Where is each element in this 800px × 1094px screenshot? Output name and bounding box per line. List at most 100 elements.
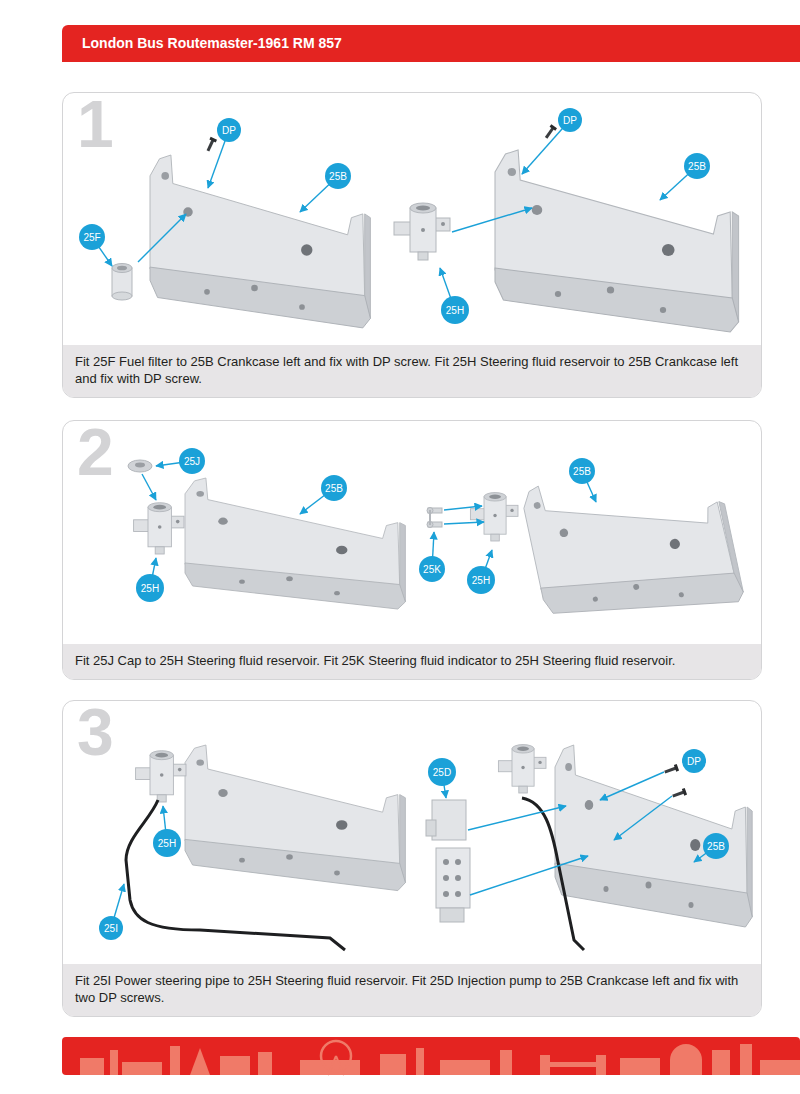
crankcase-drawing [443,859,449,865]
callout-number: 25B [703,841,729,852]
crankcase-drawing [136,751,186,802]
crankcase-drawing [128,449,745,641]
leader-line [468,806,566,830]
crankcase-drawing [128,460,152,472]
crankcase-drawing [205,137,217,153]
step-number: 1 [77,91,114,157]
callout-bubble: 25B [569,458,595,484]
footer-skyline [220,1056,250,1075]
instruction-caption: Fit 25I Power steering pipe to 25H Steer… [63,964,761,1016]
footer-skyline [258,1052,272,1075]
callout-number: DP [682,756,706,767]
leader-line [142,474,156,500]
instruction-caption: Fit 25J Cap to 25H Steering fluid reserv… [63,644,761,679]
callout-bubble: 25B [325,163,351,189]
footer-skyline [596,1055,606,1075]
crankcase-drawing [443,891,449,897]
callout-bubble: 25K [419,556,445,582]
callout-number: 25F [79,232,105,243]
callout-number: 25H [136,583,164,594]
callout-number: 25H [467,575,495,586]
callout-number: 25B [325,171,351,182]
footer-skyline [336,1056,344,1075]
crankcase-drawing [455,859,461,865]
callout-bubble: 25B [321,475,347,501]
footer-skyline [540,1055,550,1075]
callout-bubble: 25H [136,574,164,602]
crankcase-drawing [426,800,470,922]
leader-line [444,522,484,524]
callout-bubble: 25B [703,833,729,859]
leader-line [138,214,186,262]
callout-bubble: 25B [684,153,710,179]
crankcase-drawing [134,503,184,554]
callout-number: 25H [441,305,469,316]
callout-number: 25J [179,456,205,467]
crankcase-drawing [112,264,132,301]
callout-number: 25I [99,923,123,934]
crankcase-drawing [126,745,752,950]
callout-bubble: 25D [428,758,456,786]
footer-skyline [500,1050,512,1075]
crankcase-drawing [185,478,405,609]
crankcase-drawing [555,745,752,927]
callout-number: DP [217,125,241,136]
footer-skyline [380,1054,406,1075]
callout-bubble: DP [682,749,706,773]
crankcase-drawing [440,908,464,922]
page-title: London Bus Routemaster-1961 RM 857 [82,35,342,51]
crankcase-drawing [455,875,461,881]
leader-line [452,208,532,232]
crankcase-drawing [520,449,745,641]
footer-skyline [416,1048,424,1075]
footer-skyline [712,1050,730,1075]
callout-bubble: DP [558,108,582,132]
footer-skyline [620,1058,660,1075]
footer-skyline [328,1056,336,1075]
footer-skyline [80,1044,800,1075]
step-number: 3 [77,699,114,765]
crankcase-drawing [394,203,450,260]
footer-skyline [62,1037,800,1075]
crankcase-drawing [672,788,688,799]
leader-line [142,461,596,588]
crankcase-drawing [664,764,680,775]
leader-line [111,772,716,928]
crankcase-drawing [150,155,370,328]
crankcase-drawing [426,820,436,836]
footer-skyline [170,1046,180,1075]
footer-skyline [550,1062,596,1067]
crankcase-drawing [185,745,405,891]
callout-bubble: 25H [467,566,495,594]
callout-bubble: 25F [79,224,105,250]
footer-skyline [62,1037,800,1075]
leader-line [600,772,664,800]
crankcase-drawing [429,510,431,525]
callout-number: 25D [428,767,456,778]
step-panel: 1Fit 25F Fuel filter to 25B Crankcase le… [62,92,762,398]
step-panel: 2Fit 25J Cap to 25H Steering fluid reser… [62,420,762,680]
instruction-caption: Fit 25F Fuel filter to 25B Crankcase lef… [63,345,761,397]
step-panel: 3Fit 25I Power steering pipe to 25H Stee… [62,700,762,1017]
leader-line [614,796,672,840]
callout-number: 25B [321,483,347,494]
crankcase-drawing [126,800,345,950]
footer-skyline [122,1062,162,1075]
callout-bubble: 25J [179,448,205,474]
crankcase-drawing [522,798,584,950]
callout-number: 25H [153,838,181,849]
leader-line [470,856,588,895]
callout-number: 25B [684,161,710,172]
crankcase-drawing [427,508,442,528]
callout-bubble: 25H [441,296,469,324]
footer-skyline [190,1048,210,1075]
footer-skyline [670,1044,702,1075]
footer-skyline [760,1060,800,1075]
callout-number: 25B [569,466,595,477]
callout-bubble: 25H [153,829,181,857]
footer-skyline [740,1044,752,1075]
crankcase-drawing [455,891,461,897]
footer-skyline [110,1050,118,1075]
callout-number: 25K [419,564,445,575]
leader-line [92,120,697,310]
